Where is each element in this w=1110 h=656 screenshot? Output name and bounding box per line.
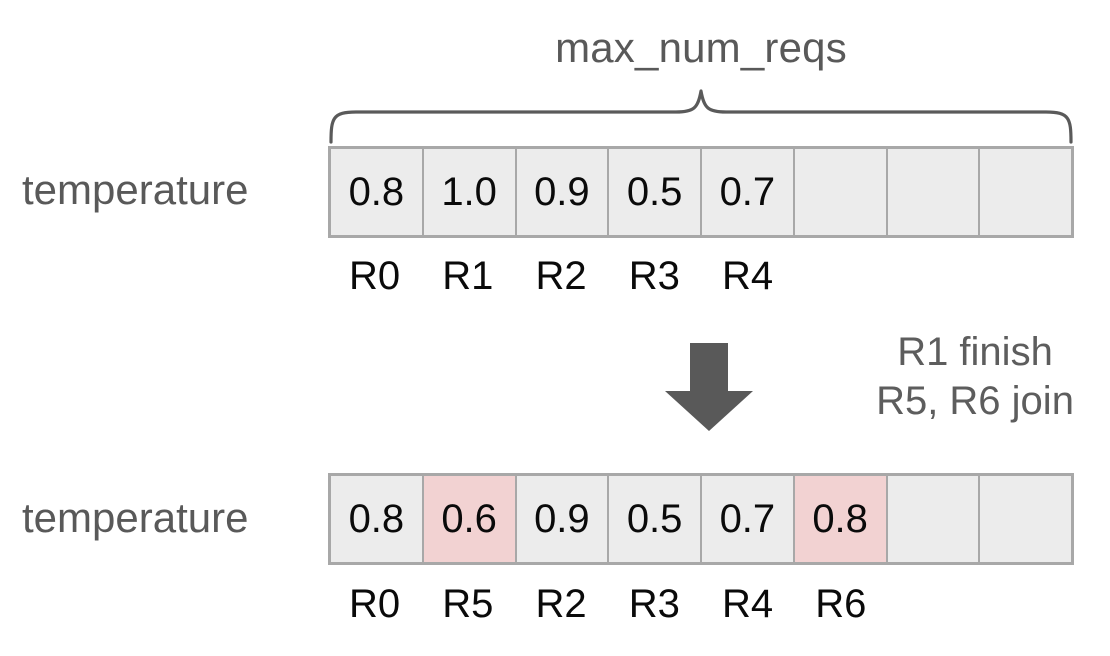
request-id-label: R4	[722, 582, 774, 626]
request-id-label	[981, 580, 1074, 628]
row-label-temperature-after: temperature	[22, 494, 249, 541]
request-id-label: R3	[628, 254, 680, 298]
request-id-label: R2	[535, 582, 587, 626]
request-id-label: R1	[442, 254, 494, 298]
temperature-cell: 0.8	[331, 476, 424, 562]
temperature-cell: 0.8	[331, 149, 424, 235]
request-id-label: R3	[628, 582, 680, 626]
temperature-cell	[980, 149, 1071, 235]
request-id-label: R4	[722, 254, 774, 298]
temperature-cell: 1.0	[423, 149, 517, 235]
transition-annotation: R1 finish R5, R6 join	[850, 328, 1100, 426]
request-id-label: R2	[535, 254, 587, 298]
temperature-cell: 0.9	[516, 476, 610, 562]
temperature-cell: 0.7	[702, 149, 795, 235]
request-id-label	[981, 252, 1074, 300]
row-label-temperature-before: temperature	[22, 166, 249, 213]
request-id-label	[888, 252, 981, 300]
temperature-cell: 0.9	[516, 149, 610, 235]
request-id-label: R5	[442, 582, 494, 626]
temperature-cell: 0.6	[423, 476, 517, 562]
request-id-label	[888, 580, 981, 628]
request-id-label: R0	[349, 254, 401, 298]
temperature-cell	[980, 476, 1071, 562]
request-id-label: R0	[349, 582, 401, 626]
temperature-cell: 0.5	[609, 149, 702, 235]
temperature-cell	[887, 476, 981, 562]
temperature-cell	[887, 149, 981, 235]
request-id-label	[794, 252, 887, 300]
temperature-cell: 0.7	[702, 476, 795, 562]
annotation-line-2: R5, R6 join	[876, 378, 1074, 423]
request-id-row-before: R0 R1 R2 R3 R4	[328, 252, 1074, 300]
request-id-row-after: R0 R5 R2 R3 R4 R6	[328, 580, 1074, 628]
annotation-line-1: R1 finish	[897, 330, 1053, 374]
temperature-cell: 0.5	[609, 476, 702, 562]
temperature-cell	[794, 149, 888, 235]
request-id-label: R6	[815, 582, 867, 626]
down-arrow-icon	[663, 341, 755, 433]
capacity-brace	[328, 88, 1074, 144]
max-num-reqs-title: max_num_reqs	[555, 24, 847, 71]
temperature-cell: 0.8	[794, 476, 888, 562]
